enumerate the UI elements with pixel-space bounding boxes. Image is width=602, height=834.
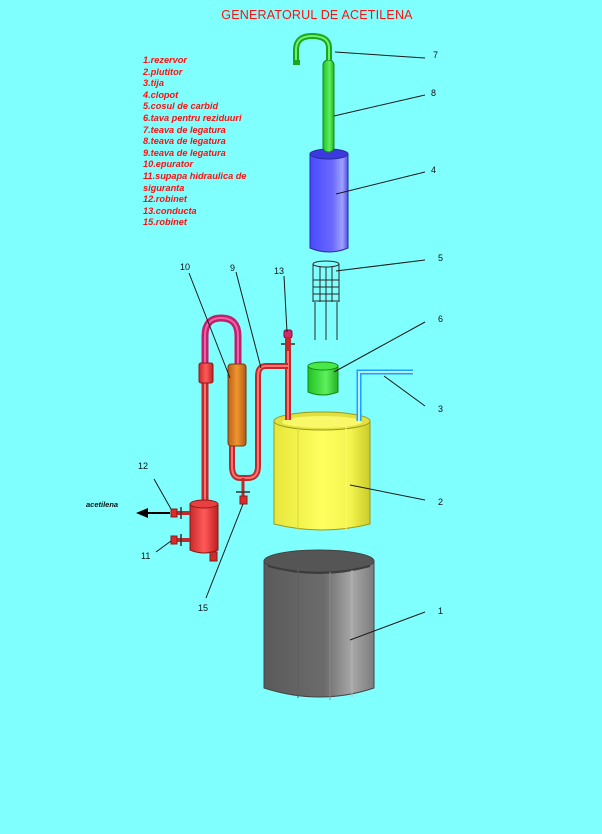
tap-robinet-13[interactable] bbox=[281, 329, 295, 351]
legend-item: 6.tava pentru reziduuri bbox=[143, 112, 242, 123]
tray-tava bbox=[307, 361, 339, 396]
pipe-green-teava bbox=[293, 32, 335, 153]
safety-valve-supapa bbox=[189, 499, 219, 562]
float-plutitor bbox=[273, 411, 371, 531]
legend-item: 1.rezervor bbox=[143, 55, 187, 65]
legend-item: 2.plutitor bbox=[143, 66, 183, 77]
legend-item: 10.epurator bbox=[143, 159, 194, 170]
callout-4: 4 bbox=[431, 165, 437, 175]
tank-rezervor bbox=[263, 549, 375, 700]
tap-robinet-12[interactable] bbox=[170, 507, 190, 519]
legend-item: 9.teava de legatura bbox=[143, 147, 226, 158]
purifier-epurator bbox=[227, 363, 247, 447]
callout-8: 8 bbox=[431, 88, 437, 98]
pipe-red-system bbox=[201, 314, 291, 504]
outlet-label: acetilena bbox=[86, 500, 119, 509]
callout-7: 7 bbox=[433, 50, 439, 60]
pipe-collar bbox=[198, 362, 214, 384]
diagram-title: GENERATORUL DE ACETILENA bbox=[221, 8, 413, 22]
leader-lines bbox=[153, 51, 426, 641]
bell-clopot bbox=[309, 148, 349, 253]
tap-safety-valve[interactable] bbox=[170, 534, 190, 546]
legend-item: 5.cosul de carbid bbox=[143, 101, 219, 112]
callout-3: 3 bbox=[438, 404, 444, 414]
callout-2: 2 bbox=[438, 497, 444, 507]
callout-11: 11 bbox=[141, 551, 151, 561]
legend-item: 3.tija bbox=[143, 78, 164, 89]
callout-9: 9 bbox=[230, 263, 236, 273]
legend-item: 4.clopot bbox=[143, 89, 179, 100]
legend-item: 12.robinet bbox=[143, 194, 187, 205]
rod-tija bbox=[356, 369, 413, 421]
outlet-arrow bbox=[136, 508, 170, 518]
callout-5: 5 bbox=[438, 253, 444, 263]
legend-item: 15.robinet bbox=[143, 217, 187, 228]
callout-1: 1 bbox=[438, 606, 444, 616]
legend-item: 7.teava de legatura bbox=[143, 124, 226, 135]
legend: 1.rezervor 2.plutitor 3.tija 4.clopot 5.… bbox=[143, 55, 258, 229]
legend-item: 8.teava de legatura bbox=[143, 136, 226, 147]
callout-15: 15 bbox=[198, 603, 209, 613]
legend-item: 11.supapa hidraulica de siguranta bbox=[143, 170, 247, 193]
legend-item: 13.conducta bbox=[143, 205, 197, 216]
callout-12: 12 bbox=[138, 461, 149, 471]
basket-cos-carbid bbox=[312, 260, 340, 340]
tap-robinet-15[interactable] bbox=[236, 491, 250, 505]
callout-10: 10 bbox=[180, 262, 191, 272]
callout-13: 13 bbox=[274, 266, 285, 276]
callout-6: 6 bbox=[438, 314, 444, 324]
